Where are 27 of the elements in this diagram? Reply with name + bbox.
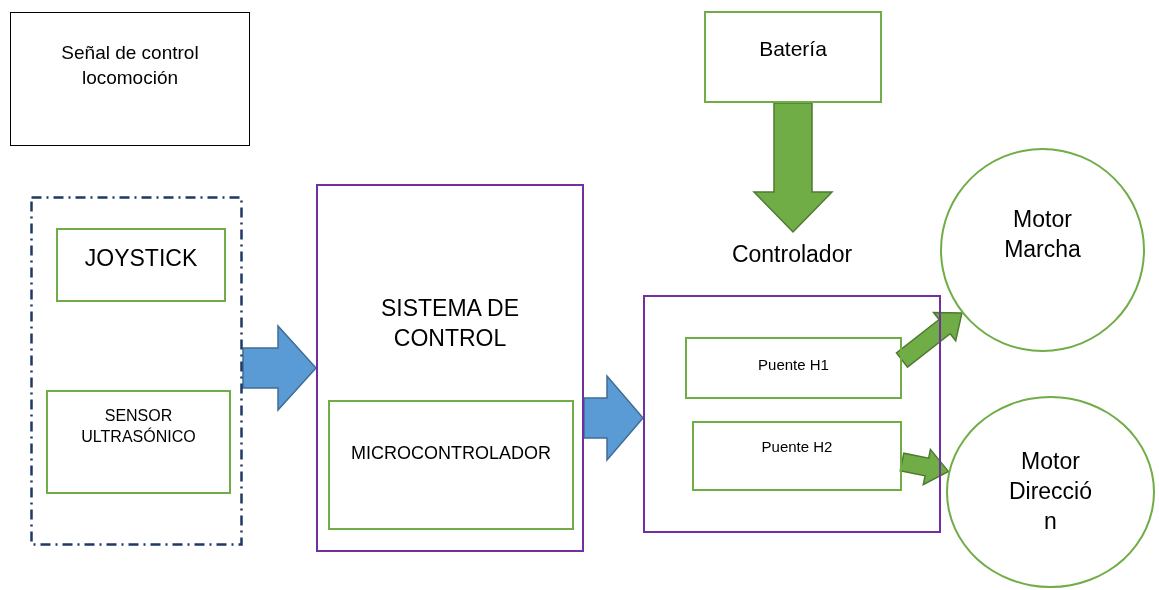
block-arrow	[895, 311, 963, 369]
box-label: Señal de control locomoción	[60, 41, 200, 90]
battery-box	[704, 11, 882, 103]
input-box	[56, 228, 226, 302]
box-heading: Controlador	[731, 240, 853, 269]
block-arrow	[752, 102, 834, 234]
block-arrow	[899, 447, 950, 487]
dashed-group-frame	[30, 196, 243, 546]
motor-circle	[946, 396, 1155, 588]
bridge-box	[685, 337, 902, 399]
box-label: Puente H1	[758, 355, 829, 375]
block-arrow	[242, 324, 317, 412]
box-label: Motor Direcció n	[1007, 447, 1094, 536]
note-box	[10, 12, 250, 146]
bridge-box	[692, 421, 902, 491]
box-label: Puente H2	[761, 437, 833, 457]
input-box	[46, 390, 231, 494]
box-label: MICROCONTROLADOR	[351, 442, 551, 465]
box-label: JOYSTICK	[84, 244, 198, 273]
box-label: SISTEMA DE CONTROL	[379, 294, 520, 353]
block-arrow	[583, 373, 644, 463]
box-label: Batería	[759, 36, 827, 62]
box-label: SENSOR ULTRASÓNICO	[80, 406, 197, 447]
system-box	[316, 184, 584, 552]
component-box	[328, 400, 574, 530]
box-label: Motor Marcha	[1003, 205, 1082, 264]
motor-circle	[940, 148, 1145, 352]
